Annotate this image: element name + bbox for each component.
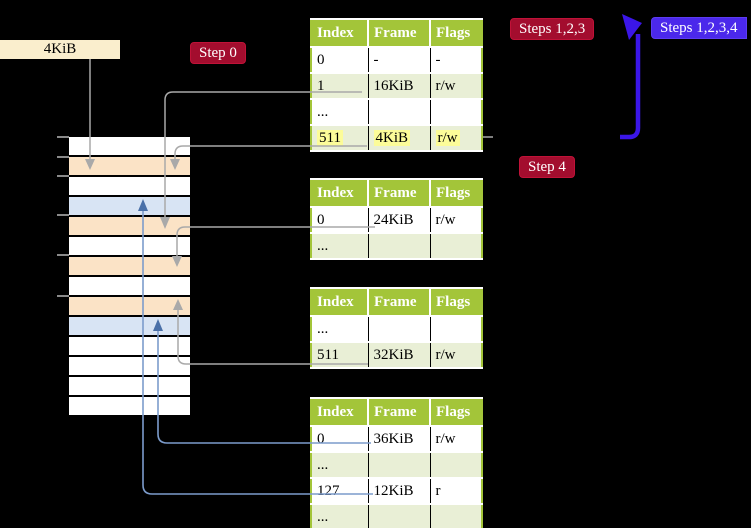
index-cell: ... bbox=[311, 315, 369, 343]
index-cell: 1 bbox=[311, 72, 369, 100]
step0-badge: Step 0 bbox=[190, 42, 246, 64]
flags-cell: r/w bbox=[429, 206, 482, 234]
memory-frame-row-white bbox=[69, 377, 190, 395]
column-header-frame: Frame bbox=[367, 18, 431, 48]
memory-address-tick bbox=[57, 254, 69, 256]
column-header-flags: Flags bbox=[429, 178, 482, 208]
flags-cell bbox=[429, 315, 482, 343]
index-cell: ... bbox=[311, 98, 369, 126]
table-row: ... bbox=[311, 232, 482, 260]
memory-frame-row-peach bbox=[69, 257, 190, 275]
column-header-flags: Flags bbox=[429, 287, 482, 317]
flags-cell: r/w bbox=[429, 341, 482, 369]
table-row: ... bbox=[311, 503, 482, 528]
table-row: 511 32KiB r/w bbox=[311, 341, 482, 369]
memory-frame-row-blue bbox=[69, 197, 190, 215]
table-header-row: Index Frame Flags bbox=[311, 287, 482, 317]
flags-cell: r/w bbox=[429, 72, 482, 100]
flags-cell bbox=[429, 98, 482, 126]
column-header-index: Index bbox=[311, 178, 369, 208]
column-header-frame: Frame bbox=[367, 178, 431, 208]
frame-size-label: 4KiB bbox=[0, 40, 120, 59]
column-header-index: Index bbox=[311, 18, 369, 48]
level-1-page-table: Index Frame Flags 0 36KiB r/w ... 127 12… bbox=[310, 397, 483, 528]
flags-cell: - bbox=[429, 46, 482, 74]
flags-cell: r/w bbox=[429, 124, 482, 152]
frame-cell bbox=[367, 451, 431, 479]
steps1234-badge: Steps 1,2,3,4 bbox=[651, 17, 747, 39]
table-row: 0 - - bbox=[311, 46, 482, 74]
level-3-page-table: Index Frame Flags 0 24KiB r/w ... bbox=[310, 178, 483, 260]
level-2-page-table: Index Frame Flags ... 511 32KiB r/w bbox=[310, 287, 483, 369]
index-cell: 127 bbox=[311, 477, 369, 505]
column-header-index: Index bbox=[311, 287, 369, 317]
index-cell: 511 bbox=[311, 124, 369, 152]
flags-cell bbox=[429, 451, 482, 479]
memory-address-tick bbox=[57, 156, 69, 158]
flags-cell bbox=[429, 232, 482, 260]
index-cell: ... bbox=[311, 232, 369, 260]
step4-badge: Step 4 bbox=[519, 156, 575, 178]
frame-cell: 36KiB bbox=[367, 425, 431, 453]
memory-frame-row-white bbox=[69, 277, 190, 295]
memory-frame-row-peach bbox=[69, 297, 190, 315]
index-cell: 0 bbox=[311, 46, 369, 74]
memory-address-tick bbox=[57, 136, 69, 138]
column-header-flags: Flags bbox=[429, 18, 482, 48]
index-cell: 0 bbox=[311, 206, 369, 234]
memory-address-tick bbox=[57, 175, 69, 177]
highlighted-value: 511 bbox=[317, 129, 343, 146]
frame-cell bbox=[367, 503, 431, 528]
physical-memory-column bbox=[69, 137, 190, 415]
table-row-highlighted: 511 4KiB r/w bbox=[311, 124, 482, 152]
memory-frame-row-white bbox=[69, 337, 190, 355]
memory-frame-row-white bbox=[69, 237, 190, 255]
level-4-page-table: Index Frame Flags 0 - - 1 16KiB r/w ... … bbox=[310, 18, 483, 152]
memory-address-tick bbox=[57, 214, 69, 216]
frame-cell: 12KiB bbox=[367, 477, 431, 505]
flags-cell bbox=[429, 503, 482, 528]
table-row: 0 24KiB r/w bbox=[311, 206, 482, 234]
frame-cell: 24KiB bbox=[367, 206, 431, 234]
frame-cell bbox=[367, 98, 431, 126]
flags-cell: r bbox=[429, 477, 482, 505]
memory-frame-row-blue bbox=[69, 317, 190, 335]
memory-frame-row-peach bbox=[69, 157, 190, 175]
table-row: 0 36KiB r/w bbox=[311, 425, 482, 453]
frame-cell: - bbox=[367, 46, 431, 74]
frame-cell: 16KiB bbox=[367, 72, 431, 100]
memory-frame-row-peach bbox=[69, 217, 190, 235]
table-row: ... bbox=[311, 315, 482, 343]
memory-frame-row-white bbox=[69, 357, 190, 375]
table-row: ... bbox=[311, 98, 482, 126]
frame-cell: 32KiB bbox=[367, 341, 431, 369]
index-cell: ... bbox=[311, 503, 369, 528]
column-header-frame: Frame bbox=[367, 397, 431, 427]
table-header-row: Index Frame Flags bbox=[311, 178, 482, 208]
frame-cell bbox=[367, 315, 431, 343]
table-row: ... bbox=[311, 451, 482, 479]
table-header-row: Index Frame Flags bbox=[311, 18, 482, 48]
table-row: 1 16KiB r/w bbox=[311, 72, 482, 100]
index-cell: 511 bbox=[311, 341, 369, 369]
column-header-frame: Frame bbox=[367, 287, 431, 317]
index-cell: ... bbox=[311, 451, 369, 479]
frame-cell: 4KiB bbox=[367, 124, 431, 152]
memory-frame-row-white bbox=[69, 177, 190, 195]
flags-cell: r/w bbox=[429, 425, 482, 453]
recursive-loop-arrow bbox=[620, 14, 642, 140]
table-row: 127 12KiB r bbox=[311, 477, 482, 505]
frame-cell bbox=[367, 232, 431, 260]
memory-frame-row-white bbox=[69, 137, 190, 155]
highlighted-value: 4KiB bbox=[373, 129, 411, 146]
index-cell: 0 bbox=[311, 425, 369, 453]
table-header-row: Index Frame Flags bbox=[311, 397, 482, 427]
column-header-flags: Flags bbox=[429, 397, 482, 427]
memory-frame-row-white bbox=[69, 397, 190, 415]
memory-address-tick bbox=[57, 295, 69, 297]
highlighted-value: r/w bbox=[435, 129, 460, 146]
steps123-badge: Steps 1,2,3 bbox=[510, 18, 595, 40]
column-header-index: Index bbox=[311, 397, 369, 427]
